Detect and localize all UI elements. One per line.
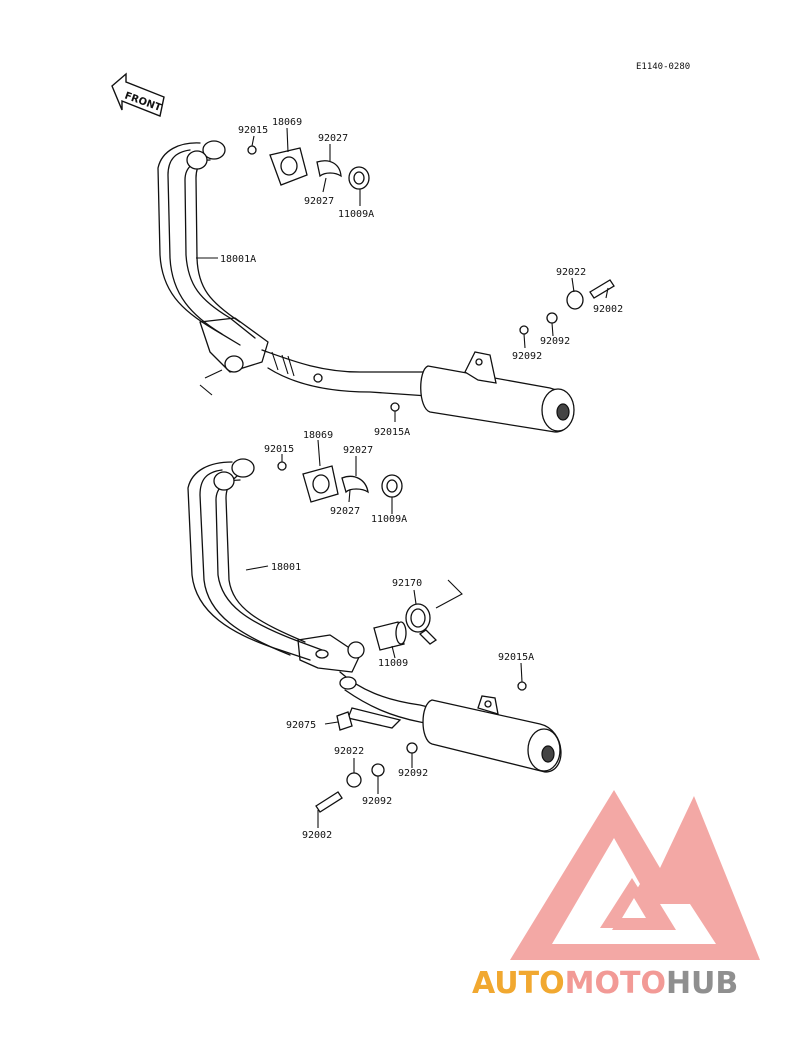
lower-label-92022: 92022 [334, 746, 364, 757]
upper-label-18069: 18069 [272, 117, 302, 128]
watermark-auto: AUTO [472, 966, 565, 1001]
upper-header-end-2 [186, 150, 208, 170]
lower-label-92092-b: 92092 [362, 796, 392, 807]
lower-label-18001: 18001 [271, 562, 301, 573]
watermark-text: AUTOMOTOHUB [472, 966, 738, 1001]
lower-washer-92022 [346, 772, 362, 788]
upper-nut-92015 [247, 145, 257, 155]
lower-label-92015: 92015 [264, 444, 294, 455]
upper-label-92027-a: 92027 [318, 133, 348, 144]
lower-collet-92027 [341, 475, 369, 494]
lower-label-92015A: 92015A [498, 652, 534, 663]
watermark-hub: HUB [666, 966, 738, 1001]
upper-label-92092-a: 92092 [540, 336, 570, 347]
upper-label-18001A: 18001A [220, 254, 256, 265]
upper-label-92015A: 92015A [374, 427, 410, 438]
lower-nut-92015 [277, 461, 287, 471]
upper-exhaust-assembly: 92015 18069 92027 92027 11009A 18001A 92… [157, 117, 623, 438]
lower-exhaust-assembly: 92015 18069 92027 92027 11009A 18001 921… [187, 430, 562, 841]
upper-label-92027-b: 92027 [304, 196, 334, 207]
upper-washer-92022 [566, 290, 584, 310]
drawing-code: E1140-0280 [636, 62, 690, 72]
lower-label-11009: 11009 [378, 658, 408, 669]
upper-label-11009A: 11009A [338, 209, 374, 220]
lower-label-92092-a: 92092 [398, 768, 428, 779]
front-arrow-icon: FRONT [111, 72, 165, 117]
watermark-logo [510, 790, 760, 960]
lower-label-92027-b: 92027 [330, 506, 360, 517]
lower-bolt-92002 [315, 791, 343, 813]
lower-label-92002: 92002 [302, 830, 332, 841]
lower-damper-92075 [336, 711, 353, 731]
upper-bolt-92002 [589, 279, 615, 299]
upper-label-92015: 92015 [238, 125, 268, 136]
lower-label-11009A: 11009A [371, 514, 407, 525]
upper-label-92092-b: 92092 [512, 351, 542, 362]
lower-label-18069: 18069 [303, 430, 333, 441]
lower-label-92027-a: 92027 [343, 445, 373, 456]
upper-header-end-1 [202, 140, 226, 160]
lower-header-end-1 [231, 458, 255, 478]
upper-label-92002: 92002 [593, 304, 623, 315]
watermark-moto: MOTO [565, 966, 666, 1001]
lower-label-92075: 92075 [286, 720, 316, 731]
upper-label-92022: 92022 [556, 267, 586, 278]
lower-label-92170: 92170 [392, 578, 422, 589]
upper-collet-92027 [316, 160, 342, 178]
lower-header-end-2 [213, 471, 235, 491]
